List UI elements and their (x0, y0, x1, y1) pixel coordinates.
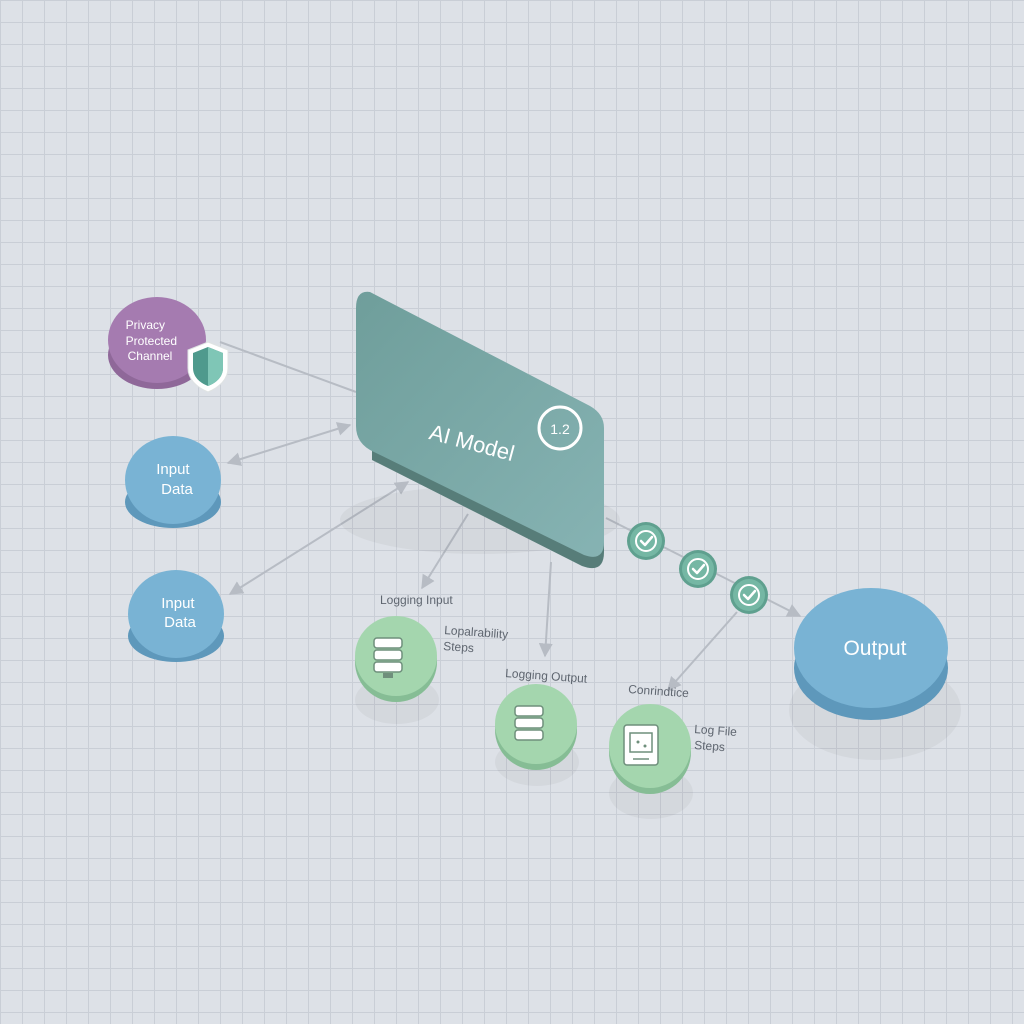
ai-model-node[interactable]: AI Model 1.2 (340, 291, 620, 569)
check-circle-icon (730, 576, 768, 614)
logging-output-title: Logging Output (505, 666, 589, 686)
input-2-label-line2: Data (164, 614, 196, 631)
check-circle-icon (679, 550, 717, 588)
connector-check-compliance (667, 611, 738, 692)
output-node[interactable]: Output (789, 588, 961, 760)
logging-input-node[interactable] (355, 616, 439, 724)
privacy-channel-node[interactable]: Privacy Protected Channel (108, 297, 206, 389)
input-2-label-line1: Input (161, 595, 195, 612)
compliance-sub1: Log File (694, 722, 738, 739)
input-data-node-2[interactable]: Input Data (128, 570, 224, 662)
connector-model-input-2 (228, 481, 410, 595)
privacy-label-line3: Channel (128, 349, 173, 363)
connector-model-input-1 (226, 422, 352, 466)
svg-text:Privacy Protected: Privacy Protected Channel (126, 318, 181, 363)
input-1-label-line2: Data (161, 481, 193, 498)
privacy-label-line1: Privacy (126, 318, 165, 332)
logging-input-sub2: Steps (443, 639, 475, 655)
database-icon (514, 705, 544, 741)
logging-input-sub1: Lopalrability (444, 623, 509, 641)
log-file-icon (623, 724, 659, 766)
compliance-sub2: Steps (694, 738, 726, 754)
connector-privacy-model (219, 341, 357, 393)
privacy-label-line2: Protected (126, 334, 177, 348)
output-label: Output (843, 637, 906, 660)
svg-text:Input Data: Input Data (156, 461, 194, 498)
check-circle-icon (627, 522, 665, 560)
compliance-node[interactable] (609, 704, 693, 819)
version-badge-label: 1.2 (550, 421, 570, 437)
svg-text:Input Data: Input Data (161, 595, 199, 631)
database-icon (373, 637, 403, 678)
connector-model-logging-input (421, 513, 469, 590)
logging-input-title: Logging Input (380, 593, 453, 607)
input-data-node-1[interactable]: Input Data (125, 436, 221, 528)
connector-model-logging-output (538, 561, 553, 658)
compliance-title: Conrindtice (628, 682, 690, 700)
version-badge: 1.2 (537, 405, 583, 451)
input-1-label-line1: Input (156, 461, 190, 478)
logging-output-node[interactable] (495, 684, 579, 786)
shield-icon (187, 341, 229, 393)
